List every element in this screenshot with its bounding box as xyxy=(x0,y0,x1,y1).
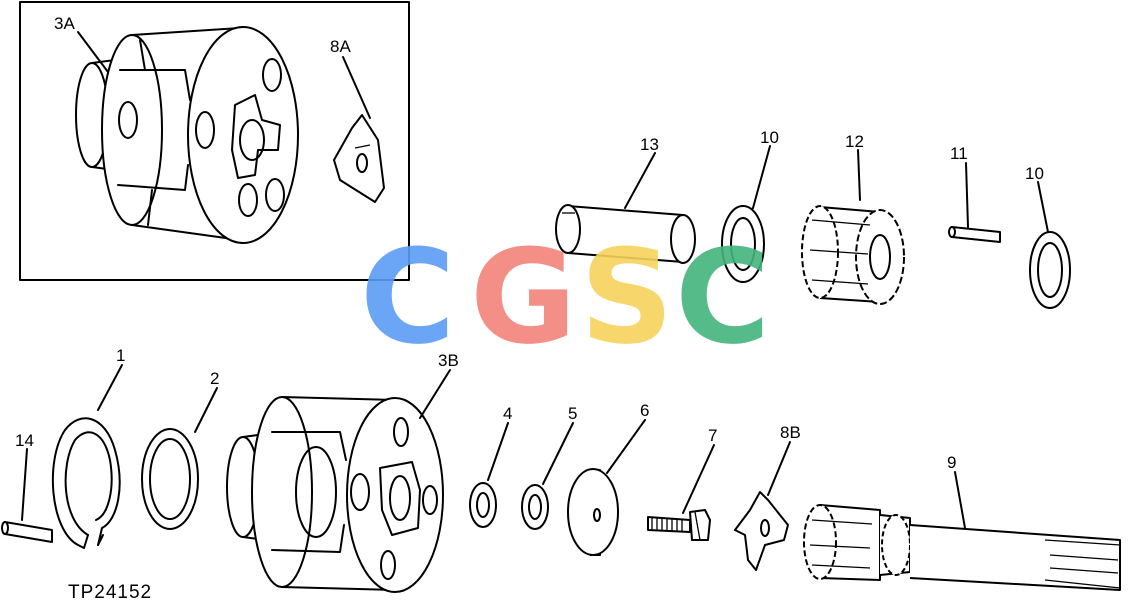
callout-12: 12 xyxy=(845,132,864,151)
part-6-retainer-disk xyxy=(567,468,619,556)
figure-id: TP24152 xyxy=(68,582,152,600)
callout-4: 4 xyxy=(503,404,512,423)
callout-1: 1 xyxy=(116,346,125,365)
part-3b-coupling-housing xyxy=(226,396,444,593)
part-10-washer-a xyxy=(721,205,765,283)
callout-10-upper: 10 xyxy=(760,128,779,147)
watermark-letter-1: C xyxy=(360,221,455,373)
callout-8a: 8A xyxy=(330,37,351,56)
part-14-roll-pin xyxy=(1,521,53,543)
callout-7: 7 xyxy=(708,426,717,445)
callout-9: 9 xyxy=(947,453,956,472)
callout-6: 6 xyxy=(640,401,649,420)
part-2-ring xyxy=(141,428,199,530)
leader-lines xyxy=(21,31,1049,529)
watermark-letter-2: G xyxy=(470,221,577,373)
callout-13: 13 xyxy=(640,135,659,154)
watermark-letter-3: S xyxy=(580,221,674,373)
inset-frame xyxy=(19,1,410,281)
part-5-washer xyxy=(521,484,549,530)
part-3a-coupling-housing xyxy=(75,26,299,244)
part-13-pin xyxy=(555,204,696,264)
callout-11: 11 xyxy=(950,144,968,163)
callout-3b: 3B xyxy=(438,351,459,370)
callout-10-right: 10 xyxy=(1025,164,1044,183)
part-10-washer-b xyxy=(1029,231,1071,309)
callout-5: 5 xyxy=(568,404,577,423)
callout-8b: 8B xyxy=(780,423,801,442)
part-8b-drive-plate xyxy=(734,491,789,571)
part-7-cap-screw xyxy=(647,509,711,541)
callout-3a: 3A xyxy=(54,14,75,33)
part-8a-drive-plate xyxy=(333,114,385,203)
cgsc-watermark: C G S C xyxy=(360,221,770,373)
watermark-letter-4: C xyxy=(675,221,770,373)
part-11-roll-pin xyxy=(948,226,1001,243)
callout-14: 14 xyxy=(15,431,34,450)
callout-labels: 3A 8A 13 10 12 11 10 1 2 3B 4 5 6 7 8B 9… xyxy=(15,14,1044,472)
part-1-snap-ring xyxy=(51,417,121,549)
part-4-washer xyxy=(469,482,497,528)
part-12-gear xyxy=(801,205,905,305)
callout-2: 2 xyxy=(210,369,219,388)
part-9-splined-shaft xyxy=(803,504,1121,591)
